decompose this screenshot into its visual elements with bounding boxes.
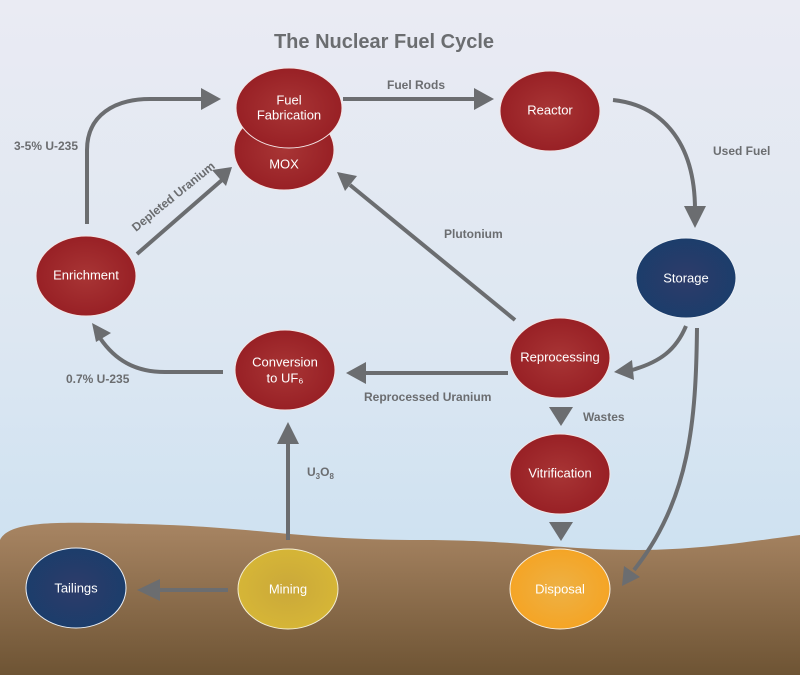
node-vitrification[interactable]: Vitrification (509, 433, 611, 515)
ground-background (0, 522, 800, 675)
arrow-depleted-uranium (135, 167, 232, 256)
node-mox-label: MOX (269, 156, 299, 171)
node-fuel-fabrication[interactable]: Fuel Fabrication (235, 67, 343, 149)
arrow-u3o8 (277, 422, 299, 540)
node-enrichment[interactable]: Enrichment (35, 235, 137, 317)
node-disposal[interactable]: Disposal (509, 548, 611, 630)
node-fuel-fabrication-label-1: Fuel (276, 92, 301, 107)
diagram-title: The Nuclear Fuel Cycle (274, 31, 494, 53)
node-enrichment-label: Enrichment (53, 267, 119, 282)
label-fuel-rods: Fuel Rods (387, 78, 445, 92)
node-reactor-label: Reactor (527, 102, 573, 117)
arrow-storage-to-disposal (622, 327, 699, 586)
node-tailings-label: Tailings (54, 580, 98, 595)
arrow-mining-to-tailings (137, 579, 228, 601)
label-used-fuel: Used Fuel (713, 144, 770, 158)
arrow-used-fuel (612, 98, 706, 228)
node-disposal-label: Disposal (535, 581, 585, 596)
node-tailings[interactable]: Tailings (25, 547, 127, 629)
arrow-enriched-uranium (85, 88, 221, 224)
node-storage[interactable]: Storage (635, 237, 737, 319)
node-vitrification-label: Vitrification (528, 465, 591, 480)
node-fuel-fabrication-label-2: Fabrication (257, 107, 321, 122)
label-plutonium: Plutonium (444, 227, 503, 241)
node-reactor[interactable]: Reactor (499, 70, 601, 152)
label-enriched-uranium: 3-5% U-235 (14, 139, 78, 153)
label-u3o8: U3O8 (307, 465, 334, 481)
node-conversion[interactable]: Conversion to UF₆ (234, 329, 336, 411)
label-wastes: Wastes (583, 410, 625, 424)
node-conversion-label-1: Conversion (252, 354, 318, 369)
node-mining[interactable]: Mining (237, 548, 339, 630)
label-natural-uranium: 0.7% U-235 (66, 372, 130, 386)
node-mining-label: Mining (269, 581, 307, 596)
arrow-natural-uranium (92, 323, 223, 374)
arrow-fuel-rods (343, 88, 494, 110)
label-reprocessed-uranium: Reprocessed Uranium (364, 390, 491, 404)
node-conversion-label-2: to UF₆ (266, 370, 303, 385)
arrow-vitrification-to-disposal (549, 522, 573, 541)
node-reprocessing-label: Reprocessing (520, 349, 600, 364)
arrow-plutonium (337, 172, 517, 322)
node-reprocessing[interactable]: Reprocessing (509, 317, 611, 399)
arrow-reprocessed-uranium (346, 362, 508, 384)
arrow-storage-to-reprocessing (614, 325, 688, 380)
node-storage-label: Storage (663, 270, 709, 285)
arrow-wastes (549, 407, 573, 426)
